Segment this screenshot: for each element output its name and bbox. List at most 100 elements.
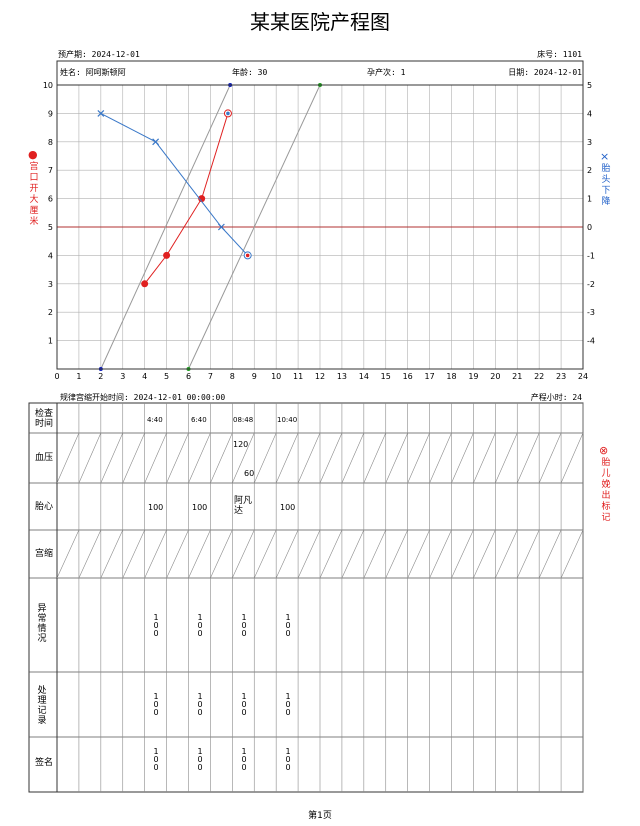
- table-cell-slash: [232, 529, 255, 579]
- y-right-tick-label: -4: [587, 337, 595, 346]
- record-date: 日期: 2024-12-01: [508, 68, 582, 77]
- row-label-abnormal: 异常情况: [37, 604, 47, 644]
- exam-time-3: 08:48: [233, 416, 254, 424]
- table-cell-slash: [166, 529, 189, 579]
- table-cell-slash: [297, 432, 321, 484]
- table-cell-slash: [341, 432, 365, 484]
- x-tick-label: 11: [293, 372, 303, 381]
- reference-lines: [98, 83, 322, 371]
- table-cell-slash: [253, 529, 277, 579]
- dilation-point: [141, 280, 149, 288]
- dilation-axis-label: 宫口开大厘米: [29, 162, 39, 227]
- table-cell-slash: [451, 529, 474, 579]
- due-date: 预产期: 2024-12-01: [58, 50, 140, 59]
- page-number: 第1页: [308, 811, 332, 821]
- action-line: [188, 84, 321, 370]
- x-tick-label: 16: [403, 372, 413, 381]
- table-cell-slash: [100, 432, 124, 484]
- bp-diastolic: 60: [244, 469, 255, 478]
- table-frame: [28, 402, 584, 793]
- x-tick-label: 2: [98, 372, 103, 381]
- table-cell-slash: [473, 432, 496, 484]
- x-tick-label: 0: [54, 372, 59, 381]
- x-tick-label: 15: [381, 372, 391, 381]
- table-cell-slash: [275, 432, 299, 484]
- table-cell-slash: [319, 432, 343, 484]
- table-cell-slash: [253, 432, 277, 484]
- table-cell-slash: [341, 529, 365, 579]
- table-cell-slash: [560, 432, 584, 484]
- bp-systolic: 120: [233, 440, 249, 449]
- table-cell-slash: [232, 432, 255, 484]
- x-tick-label: 6: [186, 372, 191, 381]
- table-cell-slash: [538, 529, 562, 579]
- page-title: 某某医院产程图: [250, 10, 390, 34]
- x-tick-label: 21: [512, 372, 522, 381]
- table-cell-slash: [385, 432, 408, 484]
- x-tick-label: 18: [446, 372, 456, 381]
- table-cell-slash: [516, 432, 540, 484]
- y-left-tick-label: 2: [48, 308, 53, 317]
- y-left-tick-label: 1: [48, 337, 53, 346]
- table-cell-slash: [429, 432, 452, 484]
- exam-time-2: 6:40: [191, 416, 207, 424]
- y-left-tick-label: 6: [48, 195, 53, 204]
- table-cell-slash: [78, 529, 102, 579]
- plot-frame: [56, 84, 584, 370]
- bed-number: 床号: 1101: [537, 50, 582, 59]
- fhr-value-3: 阿凡达: [234, 496, 253, 516]
- x-tick-label: 12: [315, 372, 325, 381]
- x-tick-label: 9: [252, 372, 257, 381]
- y-left-tick-label: 5: [48, 223, 53, 232]
- y-right-tick-label: 4: [587, 109, 592, 118]
- y-right-tick-label: 2: [587, 166, 592, 175]
- y-left-tick-label: 3: [48, 280, 53, 289]
- table-cell-slash: [407, 529, 430, 579]
- x-tick-label: 4: [142, 372, 147, 381]
- y-left-tick-label: 7: [48, 166, 53, 175]
- fhr-value-2: 100: [192, 503, 208, 512]
- series-layer: [97, 109, 252, 288]
- x-tick-label: 5: [164, 372, 169, 381]
- descent-point: [152, 138, 160, 146]
- y-left-tick-label: 8: [48, 138, 53, 147]
- table-cell-slash: [122, 529, 145, 579]
- table-cell-slash: [407, 432, 430, 484]
- x-tick-label: 13: [337, 372, 347, 381]
- table-cell-slash: [122, 432, 145, 484]
- parity: 孕产次: 1: [367, 68, 406, 77]
- y-left-tick-label: 9: [48, 109, 53, 118]
- patient-age: 年龄: 30: [232, 68, 268, 77]
- y-right-tick-label: -2: [587, 280, 595, 289]
- row-label-blood-pressure: 血压: [34, 453, 53, 463]
- table-cell-slash: [144, 529, 167, 579]
- x-tick-label: 8: [230, 372, 235, 381]
- alert-line: [100, 84, 231, 370]
- table-cell-slash: [275, 529, 299, 579]
- y-right-tick-label: 5: [587, 81, 592, 90]
- row-label-fetal-heart: 胎心: [34, 502, 53, 512]
- table-cell-slash: [166, 432, 189, 484]
- exam-time-1: 4:40: [147, 416, 163, 424]
- dilation-legend-icon: ●: [28, 148, 38, 161]
- descent-axis-label: 胎头下降: [601, 164, 611, 207]
- fhr-value-4: 100: [280, 503, 296, 512]
- table-cell-slash: [363, 432, 387, 484]
- row-label-exam-time: 检查时间: [34, 409, 53, 429]
- table-cell-slash: [538, 432, 562, 484]
- fhr-value-1: 100: [148, 503, 164, 512]
- dilation-point-final-core: [226, 111, 230, 116]
- y-right-tick-label: -3: [587, 308, 595, 317]
- x-tick-label: 23: [556, 372, 566, 381]
